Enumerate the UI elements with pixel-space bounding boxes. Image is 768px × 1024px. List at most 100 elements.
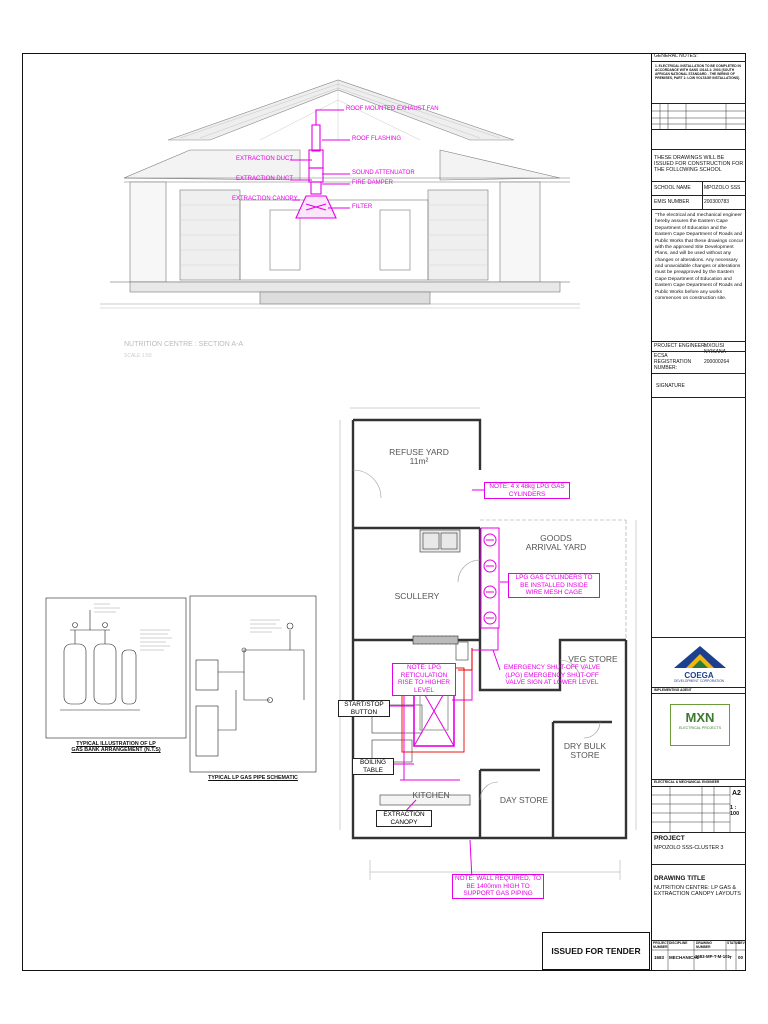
- school-name-label: SCHOOL NAME: [654, 185, 691, 191]
- caption-gas-schematic: TYPICAL LP GAS PIPE SCHEMATIC: [208, 775, 298, 781]
- room-refuse-yard: REFUSE YARD 11m²: [384, 447, 454, 467]
- school-name: MPOZOLO SSS: [704, 185, 741, 191]
- emis-row: EMIS NUMBER 200300783: [652, 196, 746, 210]
- room-veg-store: VEG STORE: [568, 654, 618, 664]
- general-notes-header: GENERAL NOTES:: [652, 53, 746, 62]
- mxn-logo-sub: ELECTRICAL PROJECTS: [678, 725, 722, 730]
- emis-label: EMIS NUMBER: [654, 199, 690, 205]
- section-elevation: [100, 79, 580, 309]
- project-row: PROJECT MPOZOLO SSS-CLUSTER 3: [652, 833, 746, 865]
- footer-discipline: MECHANICAL: [669, 955, 700, 960]
- label-roof-flashing: ROOF FLASHING: [352, 136, 402, 142]
- project-name: MPOZOLO SSS-CLUSTER 3: [654, 845, 724, 851]
- ecsa-number: 200000264: [704, 359, 730, 365]
- room-kitchen: KITCHEN: [412, 790, 450, 800]
- callout-start-stop: START/STOP BUTTON: [338, 700, 390, 718]
- engineer-label: PROJECT ENGINEER:: [654, 343, 707, 349]
- declaration-row: "The electrical and mechanical engineer …: [652, 210, 746, 342]
- emis-divider: [702, 196, 703, 210]
- blank-block: [652, 130, 746, 150]
- gas-bank-detail: [45, 597, 187, 739]
- coega-logo: [674, 646, 726, 668]
- approval-grid-lines: [652, 787, 731, 833]
- approval-grid: A2 1 : 100: [652, 787, 746, 833]
- declaration-text: "The electrical and mechanical engineer …: [655, 213, 744, 301]
- general-notes-label: GENERAL NOTES:: [654, 53, 698, 59]
- signature-label: SIGNATURE: [656, 383, 685, 389]
- coega-sub: DEVELOPMENT CORPORATION: [673, 679, 725, 683]
- footer-drawing-number-label: DRAWING NUMBER: [696, 941, 712, 949]
- footer-status: T: [729, 955, 732, 960]
- extraction-system-elevation: [290, 109, 350, 219]
- issue-statement: THESE DRAWINGS WILL BE ISSUED FOR CONSTR…: [654, 155, 744, 174]
- em-engineer-row: ELECTRICAL & MECHANICAL ENGINEER: [652, 780, 746, 787]
- room-refuse-yard-area: 11m²: [409, 456, 429, 467]
- coega-name: COEGA: [684, 671, 714, 680]
- signature-row: SIGNATURE: [652, 374, 746, 398]
- mxn-logo: MXN ELECTRICAL PROJECTS: [670, 704, 730, 746]
- drawing-title-row: DRAWING TITLE NUTRITION CENTRE: LP GAS &…: [652, 865, 746, 941]
- room-dry-bulk: DRY BULK STORE: [563, 741, 607, 761]
- coega-logo-row: COEGA DEVELOPMENT CORPORATION: [652, 638, 746, 688]
- issue-statement-row: THESE DRAWINGS WILL BE ISSUED FOR CONSTR…: [652, 150, 746, 182]
- note-reticulation: NOTE: LPG RETICULATION RISE TO HIGHER LE…: [392, 663, 456, 696]
- footer-discipline-label: DISCIPLINE: [669, 941, 688, 945]
- title-footer: PROJECT NUMBER DISCIPLINE DRAWING NUMBER…: [652, 941, 746, 971]
- footer-project-number: 1683: [654, 955, 665, 960]
- callout-extraction-canopy: EXTRACTION CANOPY: [376, 810, 432, 828]
- footer-grid: [652, 941, 746, 971]
- general-notes-body: 1. ELECTRICAL INSTALLATION TO BE COMPLET…: [652, 62, 746, 104]
- footer-project-number-label: PROJECT NUMBER: [653, 941, 669, 949]
- drawing-sheet-border: [22, 53, 746, 971]
- label-extraction-duct-1: EXTRACTION DUCT: [236, 156, 293, 162]
- floor-plan: [339, 407, 637, 880]
- footer-status-label: STATUS: [727, 941, 740, 945]
- label-extraction-canopy: EXTRACTION CANOPY: [232, 196, 298, 202]
- issued-for-tender-text: ISSUED FOR TENDER: [551, 946, 641, 956]
- footer-drawing-number: 1683-MP-T-M-101: [695, 954, 730, 959]
- em-engineer-label: ELECTRICAL & MECHANICAL ENGINEER: [654, 780, 720, 784]
- room-scullery: SCULLERY: [394, 591, 440, 601]
- revision-table: [652, 104, 746, 130]
- note-wire-cage: LPG GAS CYLINDERS TO BE INSTALLED INSIDE…: [508, 573, 600, 599]
- school-divider: [702, 182, 703, 196]
- label-filter: FILTER: [352, 204, 373, 210]
- emis-number: 200300783: [704, 199, 730, 205]
- room-goods-yard: GOODS ARRIVAL YARD: [525, 533, 587, 553]
- engineer-row: PROJECT ENGINEER: MXOLISI NYIKANA: [652, 342, 746, 355]
- issued-for-tender-stamp: ISSUED FOR TENDER: [542, 932, 650, 970]
- title-block: GENERAL NOTES: 1. ELECTRICAL INSTALLATIO…: [651, 53, 746, 971]
- label-fire-damper: FIRE DAMPER: [352, 180, 394, 186]
- room-day-store: DAY STORE: [499, 795, 549, 805]
- blank-space: [652, 398, 746, 638]
- implementing-agent-label: IMPLEMENTING AGENT: [654, 688, 692, 692]
- label-extraction-duct-2: EXTRACTION DUCT: [236, 176, 293, 182]
- mxn-logo-row: MXN ELECTRICAL PROJECTS: [652, 694, 746, 780]
- section-scale: SCALE 1:50: [124, 353, 152, 359]
- footer-rev: 00: [738, 955, 744, 960]
- ecsa-row: ECSA REGISTRATION NUMBER: 200000264: [652, 352, 746, 374]
- mxn-logo-name: MXN: [685, 710, 715, 725]
- note-shutoff-valve: EMERGENCY SHUT-OFF VALVE (LPG) EMERGENCY…: [503, 664, 601, 687]
- general-note-1: 1. ELECTRICAL INSTALLATION TO BE COMPLET…: [655, 64, 741, 80]
- label-sound-attenuator: SOUND ATTENUATOR: [352, 170, 415, 176]
- caption-gas-bank: TYPICAL ILLUSTRATION OF LP GAS BANK ARRA…: [71, 741, 161, 753]
- project-label: PROJECT: [654, 835, 685, 842]
- footer-rev-label: REV: [738, 941, 745, 945]
- ecsa-label: ECSA REGISTRATION NUMBER:: [654, 353, 692, 371]
- section-title: NUTRITION CENTRE : SECTION A-A: [124, 341, 244, 348]
- sheet-size: A2: [732, 790, 741, 797]
- room-refuse-yard-label: REFUSE YARD: [389, 447, 449, 457]
- engineer-name: MXOLISI NYIKANA: [704, 343, 726, 355]
- callout-boiling-table: BOILING TABLE: [352, 758, 394, 776]
- gas-pipe-schematic: [189, 595, 317, 773]
- label-roof-fan: ROOF MOUNTED EXHAUST FAN: [346, 106, 439, 112]
- drawing-title: NUTRITION CENTRE: LP GAS & EXTRACTION CA…: [654, 885, 741, 898]
- drawing-title-label: DRAWING TITLE: [654, 875, 706, 882]
- implementing-agent-row: IMPLEMENTING AGENT: [652, 688, 746, 694]
- note-wall-required: NOTE: WALL REQUIRED, TO BE 1400mm HIGH T…: [452, 874, 544, 900]
- note-gas-cylinders: NOTE: 4 x 48kg LPG GAS CYLINDERS: [484, 482, 570, 500]
- school-name-row: SCHOOL NAME MPOZOLO SSS: [652, 182, 746, 196]
- revision-grid: [652, 104, 746, 130]
